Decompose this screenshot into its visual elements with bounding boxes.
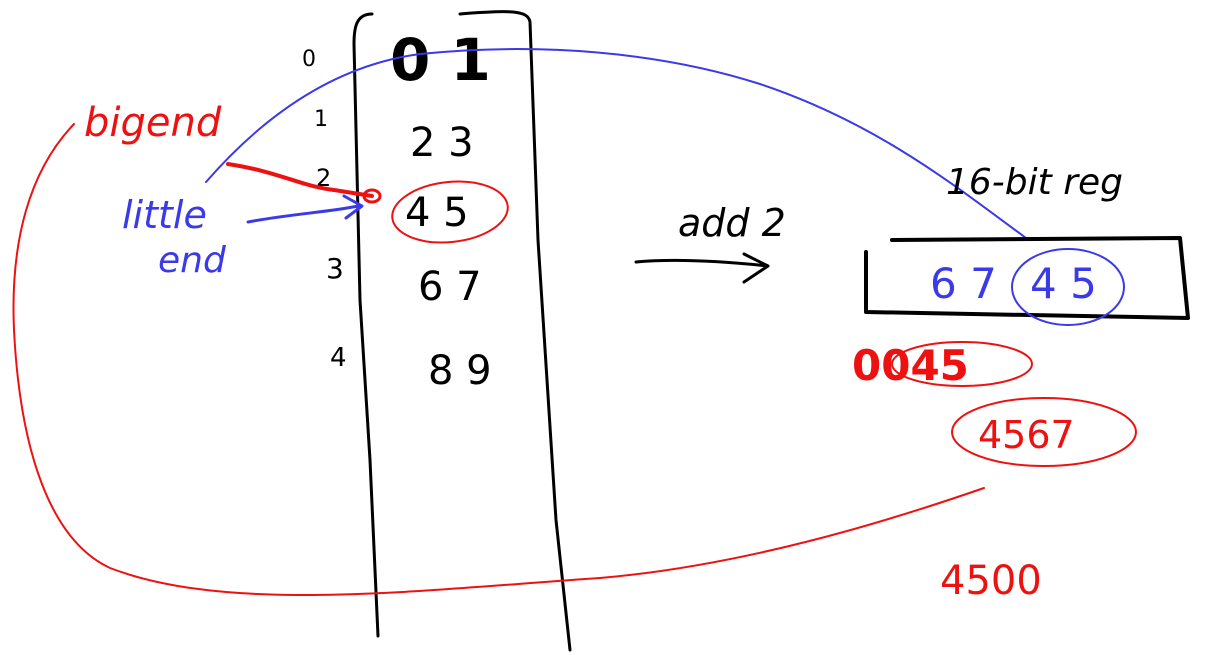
address-label: 3 <box>326 252 344 285</box>
memory-cell: 4 5 <box>405 190 469 236</box>
register-low-byte-circle <box>1011 248 1125 326</box>
memory-cell: 2 3 <box>410 120 474 166</box>
big-endian-connector <box>12 123 985 597</box>
memory-header: 0 1 <box>390 26 491 94</box>
highlight-circle <box>391 180 509 244</box>
address-label: 1 <box>314 107 328 132</box>
shifted-result: 4500 <box>940 558 1042 604</box>
big-endian-arrow <box>226 162 374 198</box>
register-box <box>864 236 1190 320</box>
memory-left-border <box>352 12 380 638</box>
little-endian-label: little <box>122 193 207 237</box>
arrow-tip-circle <box>362 188 382 204</box>
operation-label: add 2 <box>678 201 786 245</box>
zero-extended-circle <box>891 341 1033 387</box>
memory-cell: 6 7 <box>418 264 482 310</box>
memory-right-border <box>458 10 572 652</box>
swapped-circle <box>951 397 1137 467</box>
swapped-result: 4567 <box>978 413 1075 457</box>
memory-cell: 8 9 <box>428 348 492 394</box>
register-title: 16-bit reg <box>946 162 1123 203</box>
register-low-byte: 4 5 <box>1030 259 1097 308</box>
little-endian-connector <box>205 48 1027 239</box>
address-label: 0 <box>302 47 316 72</box>
big-endian-label: bigend <box>84 100 222 146</box>
little-endian-arrow <box>246 194 364 224</box>
register-high-byte: 6 7 <box>930 259 997 308</box>
address-label: 4 <box>330 343 347 373</box>
operation-arrow <box>634 252 770 284</box>
address-label: 2 <box>316 164 331 192</box>
little-endian-label: end <box>158 240 227 281</box>
